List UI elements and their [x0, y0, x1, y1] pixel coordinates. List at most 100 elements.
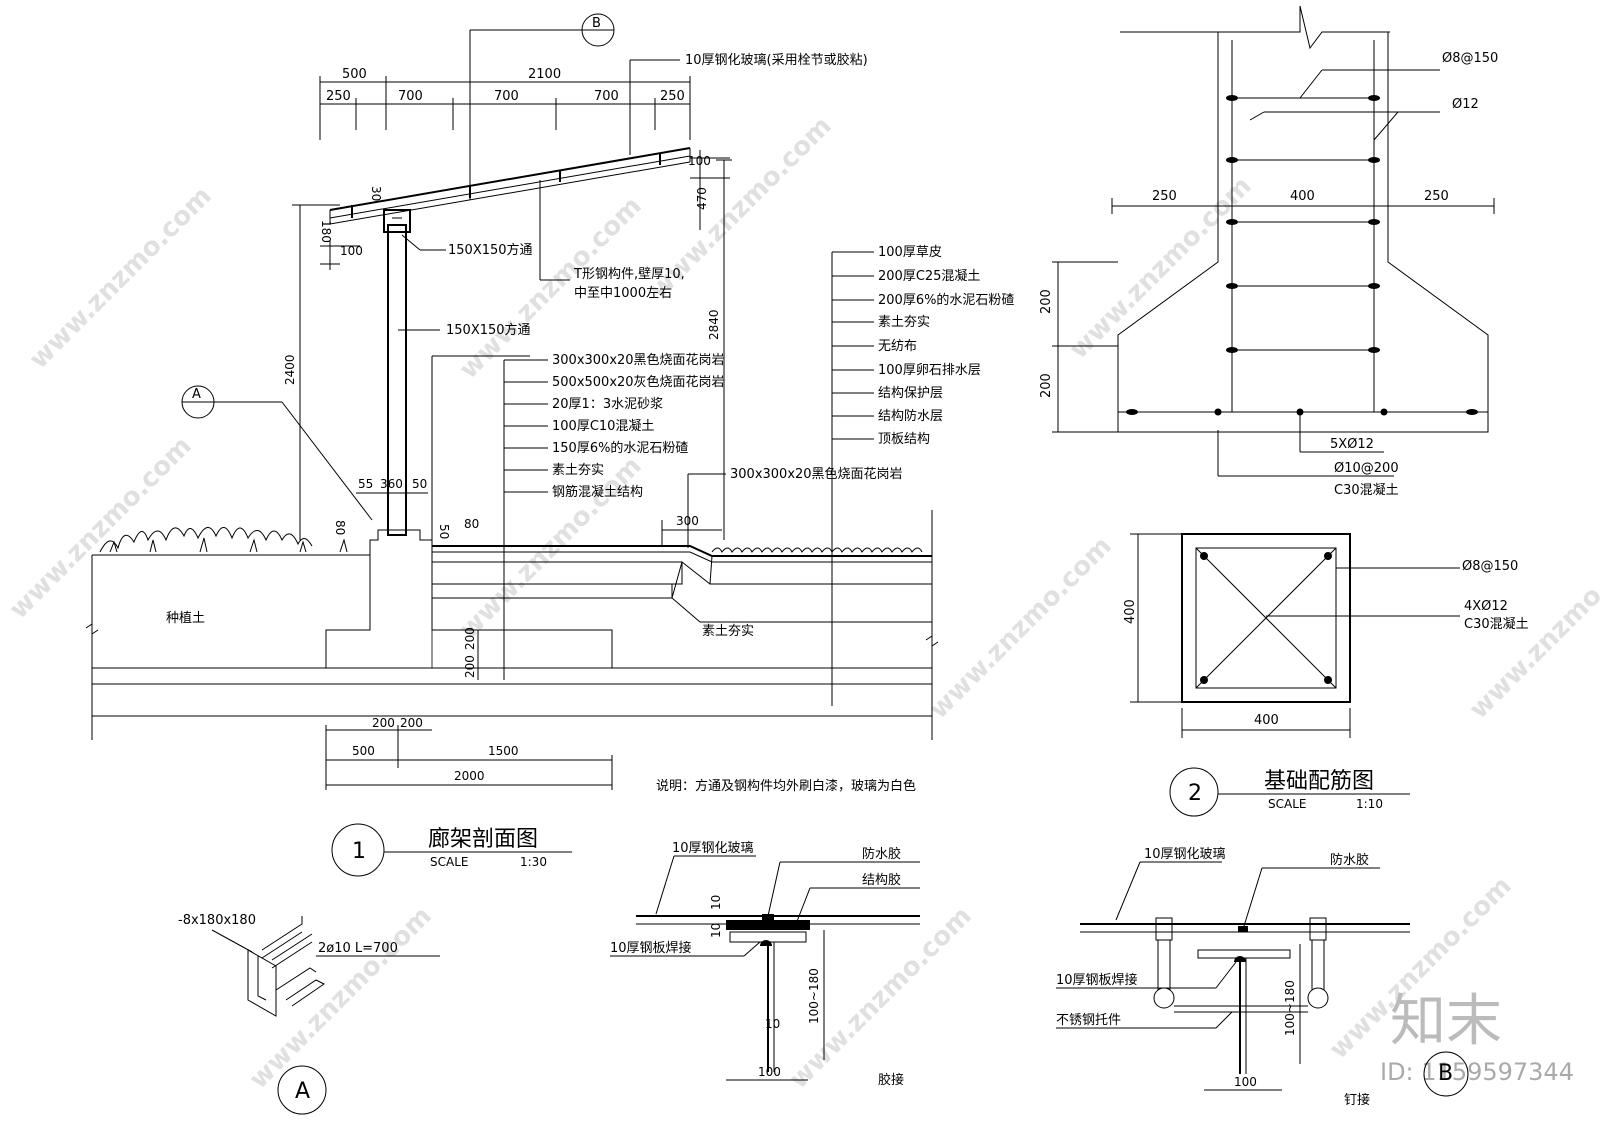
bolt-dim-w100: 100: [1234, 1075, 1257, 1089]
paving-label-6: 钢筋混凝土结构: [552, 484, 643, 500]
watermark-4: www.znzmo.com: [454, 451, 648, 645]
gravel-layer: [91, 667, 933, 685]
lawn-label-7: 结构防水层: [878, 408, 943, 424]
watermark-1: www.znzmo.com: [24, 181, 218, 375]
glue-dim-10b: 10: [709, 923, 723, 938]
dim-base-80b: 80: [464, 517, 479, 531]
dim-roof-100: 100: [688, 154, 711, 168]
shrub-group: [99, 527, 348, 553]
lawn-label-3: 素土夯实: [878, 315, 930, 330]
section-scale-label: SCALE: [430, 855, 468, 869]
detail-a: -8x180x180 2ø10 L=700 A: [178, 913, 440, 1115]
glue-plate-label: 10厚钢板焊接: [610, 940, 692, 956]
dim-f200a: 200: [463, 627, 477, 650]
paving-label-2: 20厚1：3水泥砂浆: [552, 397, 663, 412]
paving-label-1: 500x500x20灰色烧面花岗岩: [552, 374, 725, 390]
bolt-joint-detail: 100~180 100 10厚钢化玻璃 防水胶 10厚钢板焊接 不锈钢托件 B …: [1056, 847, 1469, 1108]
lawn-layer-labels: 100厚草皮 200厚C25混凝土 200厚6%的水泥石粉碴 素土夯实 无纺布 …: [831, 245, 1014, 706]
dim-bottom-500: 500: [352, 744, 375, 758]
dim-base-50b: 50: [437, 524, 451, 539]
structural-glue: [726, 920, 810, 930]
lawn-label-1: 200厚C25混凝土: [878, 268, 980, 284]
lawn-label-5: 100厚卵石排水层: [878, 363, 981, 378]
foundation-title: 基础配筋图: [1264, 769, 1374, 794]
top-dimensions: 500 2100 250 700 700 700 250: [319, 67, 691, 140]
col-h-label: 400: [1123, 599, 1138, 624]
foundation-scale-value: 1:10: [1356, 797, 1383, 811]
dim-30: 30: [369, 186, 383, 201]
c10-layer: [431, 561, 683, 585]
dim-2400: 2400: [283, 354, 297, 385]
dim-base-50: 50: [412, 477, 427, 491]
svg-text:B: B: [592, 16, 601, 31]
bolt-waterproof-label: 防水胶: [1330, 852, 1369, 868]
lawn-label-4: 无纺布: [878, 339, 917, 354]
dim-f200b: 200: [463, 655, 477, 678]
corner-logo: 知末: [1390, 989, 1502, 1054]
glue-waterproof-label: 防水胶: [862, 846, 901, 862]
section-index: 1: [352, 839, 366, 864]
paving-label-4: 150厚6%的水泥石粉碴: [552, 440, 688, 456]
marker-a: A: [181, 385, 373, 521]
column-section: [1181, 533, 1351, 703]
dim-180: 180: [319, 220, 333, 243]
bottom-bars-label: 5XØ12: [1330, 437, 1374, 452]
fdn-w250a: 250: [1152, 189, 1177, 204]
lawn-label-2: 200厚6%的水泥石粉碴: [878, 292, 1014, 308]
foundation-index: 2: [1188, 781, 1202, 806]
column-tube-label: 150X150方通: [446, 322, 531, 338]
fdn-concrete-label: C30混凝土: [1334, 482, 1399, 498]
bolt-bracket-label: 不锈钢托件: [1056, 1013, 1121, 1028]
image-id-label: ID: 1159597344: [1380, 1058, 1574, 1086]
foundation-view: Ø8@150 Ø12 250 400 250 200 200 5XØ12 Ø10…: [1039, 5, 1529, 817]
dim-bottom-1500: 1500: [488, 744, 519, 758]
detail-a-anchor-label: 2ø10 L=700: [318, 941, 398, 956]
dim-300: 300: [676, 514, 699, 528]
stirrups: [1118, 95, 1488, 416]
paving-label-3: 100厚C10混凝土: [552, 418, 654, 434]
dim-2840: 2840: [707, 309, 721, 340]
glue-dim-w100: 100: [758, 1065, 781, 1079]
dim-top-4: 250: [660, 89, 685, 104]
detail-a-marker: A: [295, 1079, 310, 1104]
bolt-dim-100-180: 100~180: [1283, 980, 1297, 1036]
section-view: 种植土 素土夯实: [85, 13, 1014, 877]
glue-dim-10c: 10: [765, 1017, 780, 1031]
dim-top-0: 250: [326, 89, 351, 104]
foundation-title-block: 2 基础配筋图 SCALE 1:10: [1169, 767, 1410, 817]
col-concrete-label: C30混凝土: [1464, 616, 1529, 632]
grass-line: [711, 547, 923, 553]
col-stirrup-label: Ø8@150: [1462, 559, 1518, 574]
footing-outline: [1117, 32, 1489, 433]
paving-label-0: 300x300x20黑色烧面花岗岩: [552, 352, 725, 368]
glue-joint-detail: 100~180 10 10 10 100 10厚钢化玻璃 防水胶 结构胶 10厚…: [610, 841, 920, 1088]
slab-layer: [91, 683, 933, 717]
t-member-label-2: 中至中1000左右: [574, 286, 672, 301]
dim-top-total: 2100: [528, 67, 561, 82]
bolt-caption: 钉接: [1344, 1092, 1370, 1108]
marker-b: B: [469, 13, 615, 200]
dim-bottom-200a: 200: [372, 716, 395, 730]
paving-surface: [432, 545, 932, 557]
bolt-glass-label: 10厚钢化玻璃: [1144, 847, 1226, 862]
lawn-label-0: 100厚草皮: [878, 245, 942, 260]
dim-base-360: 360: [380, 477, 403, 491]
paving-layer-labels: 300x300x20黑色烧面花岗岩 500x500x20灰色烧面花岗岩 20厚1…: [503, 352, 725, 680]
lawn-label-6: 结构保护层: [878, 386, 943, 401]
fdn-w250b: 250: [1424, 189, 1449, 204]
concrete-footing: [325, 529, 613, 669]
glue-dim-10a: 10: [709, 895, 723, 910]
glass-label: 10厚钢化玻璃(采用栓节或胶粘): [685, 52, 868, 68]
foundation-scale-label: SCALE: [1268, 797, 1306, 811]
dim-base-80: 80: [333, 520, 347, 535]
dim-bottom-2000: 2000: [454, 769, 485, 783]
section-title-block: 1 廊架剖面图 SCALE 1:30: [331, 823, 572, 877]
watermark-7: www.znzmo.com: [924, 531, 1118, 725]
glue-structural-label: 结构胶: [862, 872, 901, 888]
stirrup-label: Ø8@150: [1442, 51, 1498, 66]
watermark-9: www.znzmo.com: [244, 901, 438, 1095]
watermark-2: www.znzmo.com: [4, 431, 198, 625]
fdn-h200a: 200: [1039, 289, 1054, 314]
fdn-h200b: 200: [1039, 373, 1054, 398]
